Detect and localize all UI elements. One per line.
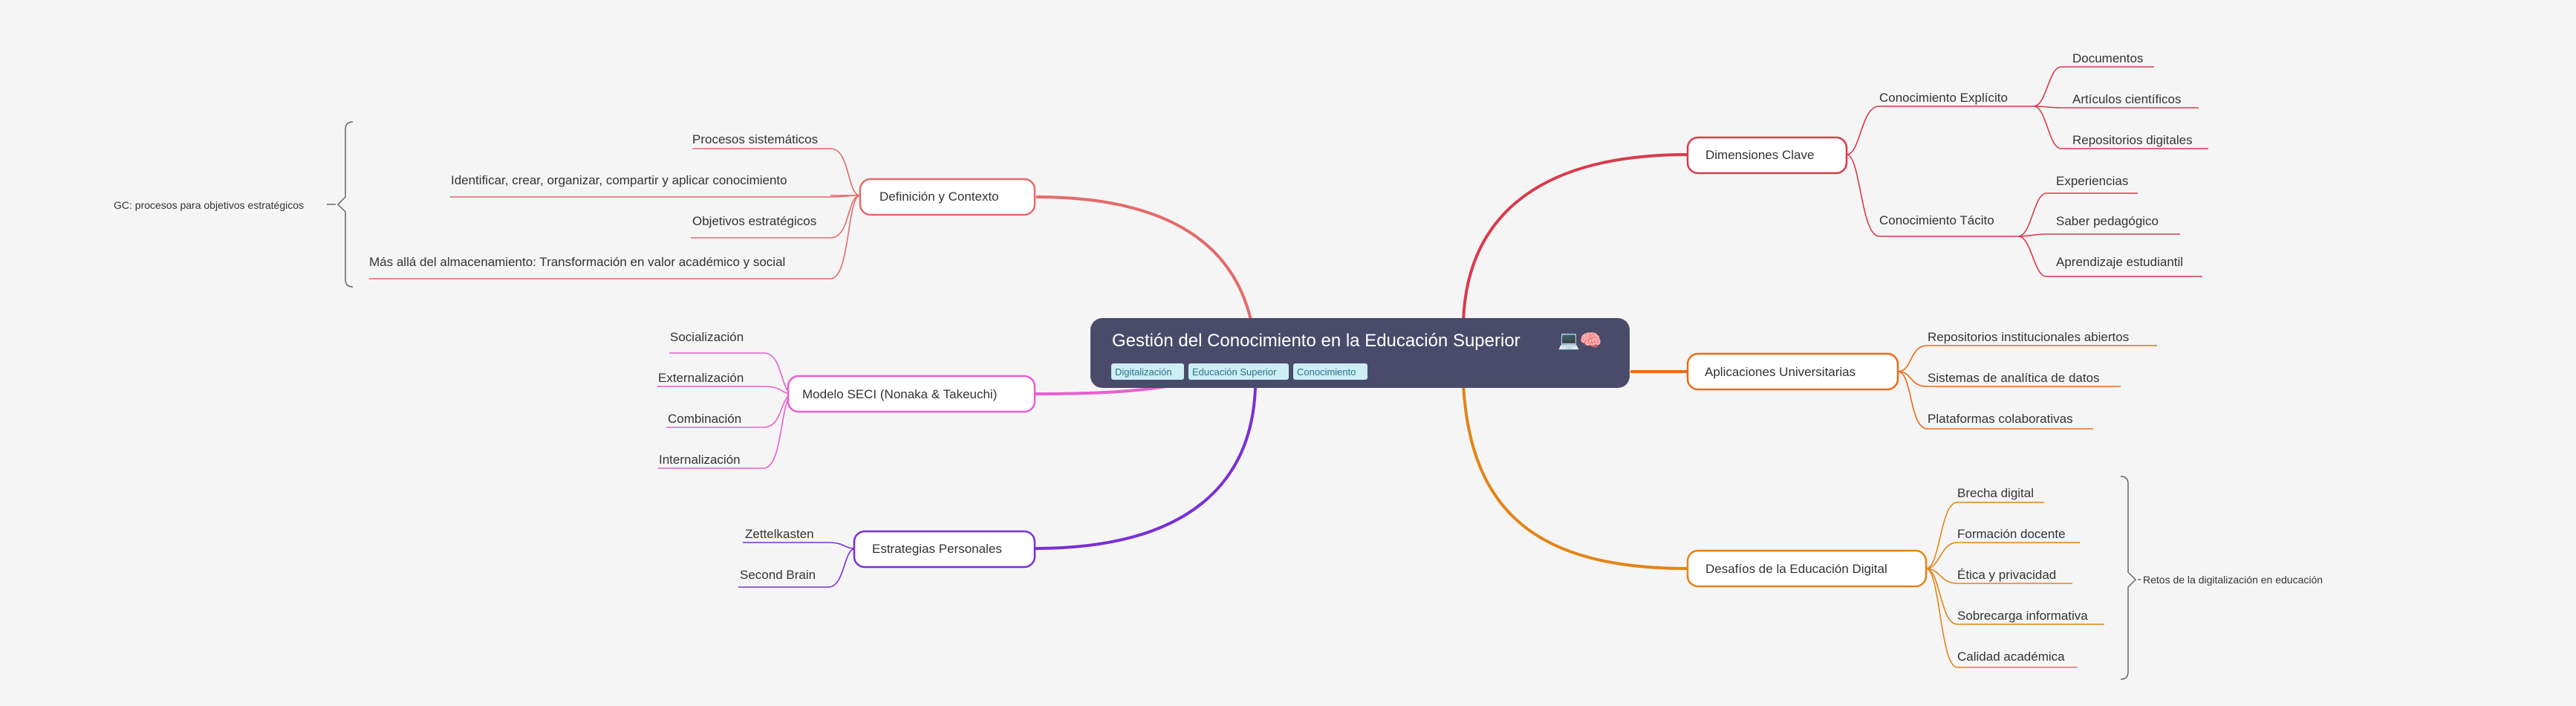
definicion-label: Definición y Contexto xyxy=(879,190,999,204)
seci-leaf-1[interactable]: Externalización xyxy=(658,371,744,385)
tag-digitalizacion: Digitalización xyxy=(1115,366,1172,378)
aplicaciones-node-box xyxy=(1686,352,1899,391)
estrategias-node-box xyxy=(853,530,1036,569)
root-title: Gestión del Conocimiento en la Educación… xyxy=(1112,331,1520,351)
seci-leaf-2[interactable]: Combinación xyxy=(668,412,741,426)
root-emoji-icon: 💻🧠 xyxy=(1558,331,1602,351)
explicito-leaf-2[interactable]: Repositorios digitales xyxy=(2072,133,2193,147)
tacito-leaf-0[interactable]: Experiencias xyxy=(2056,174,2128,188)
aplicaciones-leaf-2[interactable]: Plataformas colaborativas xyxy=(1928,412,2073,426)
tag-bg-1 xyxy=(1188,363,1289,380)
desafios-leaf-2[interactable]: Ética y privacidad xyxy=(1957,568,2056,582)
definicion-leaf-2[interactable]: Objetivos estratégicos xyxy=(692,214,816,228)
dimensiones-edges xyxy=(1846,66,2208,277)
desafios-leaf-4[interactable]: Calidad académica xyxy=(1957,650,2065,664)
root-node[interactable]: Gestión del Conocimiento en la Educación… xyxy=(1090,318,1630,388)
branch-definicion[interactable]: Definición y Contexto xyxy=(859,178,1036,216)
aplicaciones-leaf-0[interactable]: Repositorios institucionales abiertos xyxy=(1928,330,2129,344)
explicito-label[interactable]: Conocimiento Explícito xyxy=(1879,91,2008,105)
estrategias-label: Estrategias Personales xyxy=(872,542,1002,556)
dimensiones-label: Dimensiones Clave xyxy=(1705,148,1814,162)
seci-leaf-3[interactable]: Internalización xyxy=(659,453,741,467)
definicion-node-box xyxy=(859,178,1036,216)
definicion-summary: GC: procesos para objetivos estratégicos xyxy=(114,199,304,211)
seci-leaf-0[interactable]: Socialización xyxy=(670,330,744,344)
seci-label: Modelo SECI (Nonaka & Takeuchi) xyxy=(802,387,997,401)
estrategias-edges xyxy=(738,542,856,588)
definicion-leaf-0[interactable]: Procesos sistemáticos xyxy=(692,132,818,146)
desafios-node-box xyxy=(1686,549,1928,588)
desafios-leaf-1[interactable]: Formación docente xyxy=(1957,527,2066,541)
tacito-label[interactable]: Conocimiento Tácito xyxy=(1879,213,1994,227)
edge-root-seci xyxy=(1034,385,1167,395)
tag-bg-2 xyxy=(1293,363,1367,380)
estrategias-leaf-0[interactable]: Zettelkasten xyxy=(745,527,814,541)
tag-bg-0 xyxy=(1111,363,1184,380)
tag-educacion-superior: Educación Superior xyxy=(1192,366,1277,378)
edge-root-dimensiones xyxy=(1462,153,1688,322)
desafios-edges xyxy=(1925,502,2104,668)
tacito-leaf-1[interactable]: Saber pedagógico xyxy=(2056,214,2159,228)
tag-conocimiento: Conocimiento xyxy=(1297,366,1356,378)
definicion-edges xyxy=(369,148,861,279)
explicito-leaf-0[interactable]: Documentos xyxy=(2072,51,2143,65)
tacito-leaf-2[interactable]: Aprendizaje estudiantil xyxy=(2056,255,2183,269)
branch-seci[interactable]: Modelo SECI (Nonaka & Takeuchi) xyxy=(787,375,1036,413)
desafios-summary-bracket xyxy=(2120,476,2137,680)
desafios-leaf-3[interactable]: Sobrecarga informativa xyxy=(1957,609,2088,623)
aplicaciones-edges xyxy=(1897,345,2157,430)
definicion-leaf-1[interactable]: Identificar, crear, organizar, compartir… xyxy=(451,173,787,187)
branch-desafios[interactable]: Desafíos de la Educación Digital xyxy=(1686,549,1928,588)
explicito-leaf-1[interactable]: Artículos científicos xyxy=(2072,92,2181,106)
branch-estrategias[interactable]: Estrategias Personales xyxy=(853,530,1036,569)
desafios-label: Desafíos de la Educación Digital xyxy=(1705,562,1887,576)
edge-root-estrategias xyxy=(1034,387,1257,550)
desafios-summary: Retos de la digitalización en educación xyxy=(2143,574,2323,586)
desafios-leaf-0[interactable]: Brecha digital xyxy=(1957,486,2034,500)
definicion-summary-bracket xyxy=(336,121,354,288)
edge-root-desafios xyxy=(1462,384,1688,570)
aplicaciones-label: Aplicaciones Universitarias xyxy=(1705,365,1855,379)
branch-aplicaciones[interactable]: Aplicaciones Universitarias xyxy=(1686,352,1899,391)
branch-dimensiones[interactable]: Dimensiones Clave xyxy=(1686,136,1848,175)
aplicaciones-leaf-1[interactable]: Sistemas de analítica de datos xyxy=(1928,371,2100,385)
definicion-leaf-3[interactable]: Más allá del almacenamiento: Transformac… xyxy=(369,255,785,269)
edge-root-definicion xyxy=(1035,195,1253,324)
estrategias-leaf-1[interactable]: Second Brain xyxy=(740,568,816,582)
dimensiones-node-box xyxy=(1686,136,1848,175)
seci-node-box xyxy=(787,375,1036,413)
